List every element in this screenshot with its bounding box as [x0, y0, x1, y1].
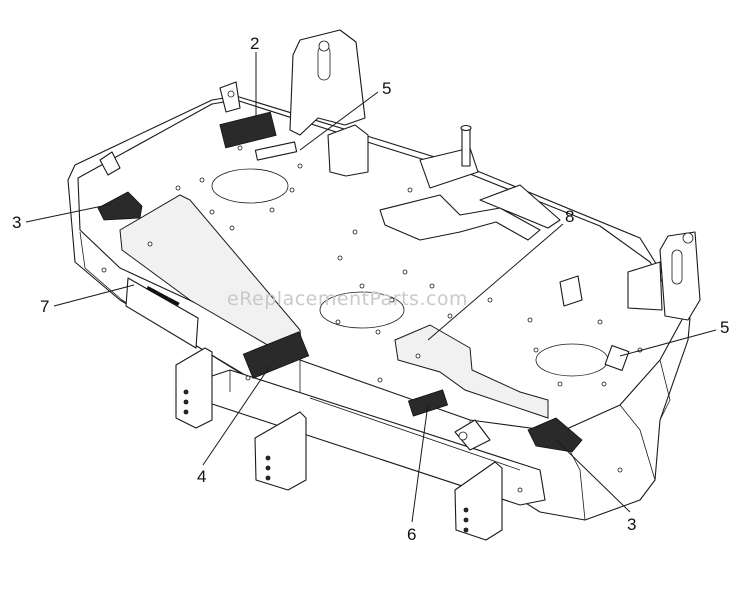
callout-labels: 2 5 3 8 7 5 4 6 3 — [12, 34, 729, 544]
callout-5-right: 5 — [720, 318, 729, 337]
bolt-holes — [101, 145, 643, 493]
decal-part-7-model — [125, 277, 199, 349]
front-brackets — [175, 347, 503, 541]
decal-part-4 — [242, 331, 310, 379]
decal-part-5-left — [254, 141, 298, 161]
callout-3-right: 3 — [627, 515, 636, 534]
decal-part-3-left — [97, 191, 143, 221]
decal-part-2 — [219, 111, 277, 149]
spindle-opening-left — [211, 168, 289, 204]
decal-part-6 — [407, 389, 449, 417]
callout-8: 8 — [565, 207, 574, 226]
watermark: eReplacementParts.com — [227, 288, 468, 310]
mower-deck: ▬▬▬ — [67, 29, 701, 541]
callout-3-left: 3 — [12, 213, 21, 232]
callout-2: 2 — [250, 34, 259, 53]
idler-arm — [379, 194, 541, 241]
rear-lift-bracket-left — [289, 29, 366, 136]
callout-5-top: 5 — [382, 79, 391, 98]
callout-4: 4 — [197, 467, 206, 486]
callout-6: 6 — [407, 525, 416, 544]
leader-lines — [25, 52, 717, 523]
callout-7: 7 — [40, 297, 49, 316]
decal-part-3-right — [527, 417, 583, 453]
decal-part-5-right — [604, 344, 630, 372]
spindle-opening-right — [535, 343, 609, 377]
center-deflector — [394, 324, 549, 419]
spindle-opening-center — [319, 291, 405, 329]
